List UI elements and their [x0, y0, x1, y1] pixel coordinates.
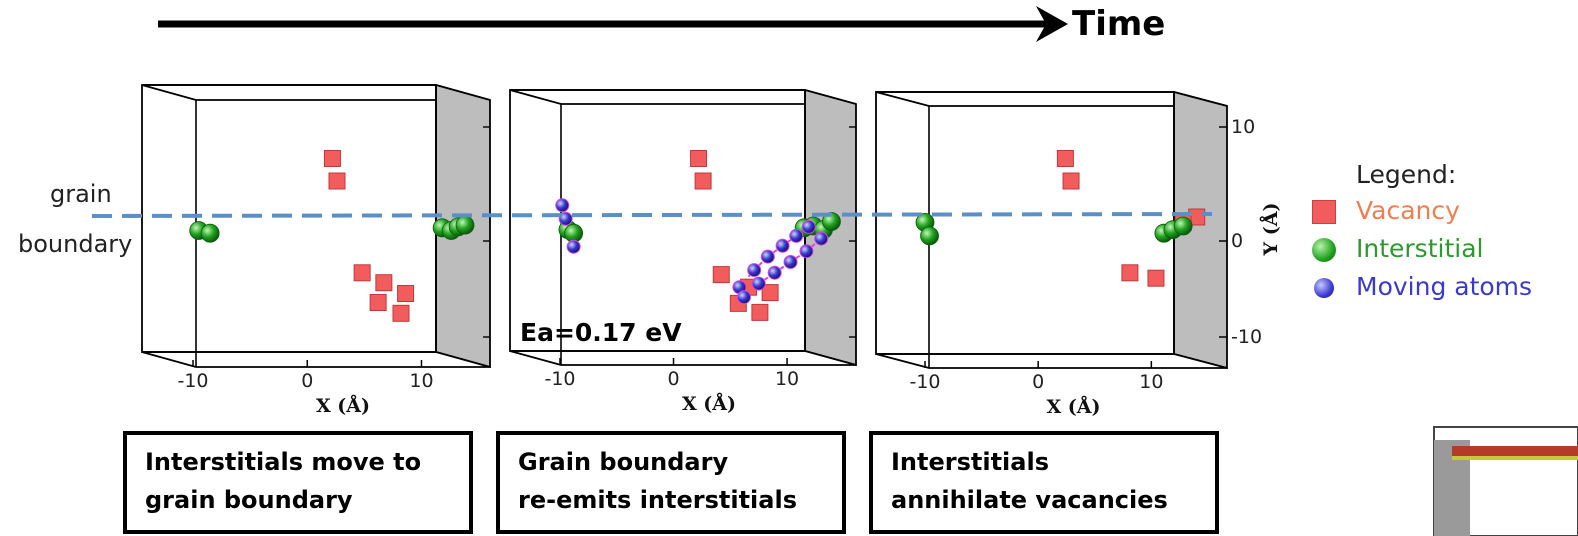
vacancy-marker — [690, 150, 708, 167]
x-tick-label: -10 — [909, 371, 940, 393]
grain-boundary-label-line1: grain — [50, 180, 112, 208]
moving-atom — [801, 219, 816, 234]
legend-label-moving-atoms: Moving atoms — [1356, 272, 1533, 301]
moving-atom — [814, 231, 829, 246]
legend-label-interstitial: Interstitial — [1356, 234, 1484, 263]
x-tick-label: 10 — [409, 370, 433, 392]
vacancy-marker — [712, 266, 730, 284]
time-label: Time — [1072, 4, 1166, 44]
vacancy-marker — [1147, 269, 1165, 287]
grain-boundary-label-line2: boundary — [18, 230, 133, 258]
sim-panel-3: -10 0 10 X (Å) 10 0 -10 Y (Å) — [875, 90, 1282, 418]
caption-3-line2: annihilate vacancies — [891, 486, 1168, 514]
panels-layer: -10 0 10 X (Å) -10 0 10 X (Å) Ea=0.17 eV -10 0 10 X … — [141, 83, 1282, 418]
x-tick-label: 0 — [667, 368, 679, 390]
interstitial-atom — [200, 223, 220, 243]
caption-box-2: Grain boundary re-emits interstitials — [496, 431, 846, 534]
x-tick-label: 0 — [1032, 371, 1044, 393]
legend-label-vacancy: Vacancy — [1356, 196, 1460, 225]
x-tick-label: 10 — [775, 368, 799, 390]
y-tick-label: -10 — [1231, 326, 1262, 348]
sim-panel-1: -10 0 10 X (Å) — [141, 83, 491, 417]
caption-2-line1: Grain boundary — [518, 448, 729, 476]
partial-simulation-panel — [1433, 426, 1578, 536]
vacancy-marker — [323, 150, 341, 167]
time-arrow-head — [1036, 6, 1068, 42]
vacancy-marker — [1062, 172, 1080, 190]
panel-bottom-face — [141, 351, 491, 368]
vacancy-marker — [397, 285, 415, 302]
caption-1-line1: Interstitials move to — [145, 448, 422, 476]
partial-red-atom-layer — [1452, 446, 1578, 456]
y-tick-label: 0 — [1231, 230, 1243, 252]
interstitial-sphere-icon — [1312, 238, 1336, 262]
x-tick-label: -10 — [177, 370, 208, 392]
grain-boundary-line — [91, 212, 1213, 218]
interstitial-atom — [822, 212, 841, 231]
vacancy-marker — [328, 172, 346, 190]
caption-box-3: Interstitials annihilate vacancies — [869, 431, 1219, 534]
x-axis-label: X (Å) — [1046, 395, 1100, 418]
vacancy-marker — [761, 284, 779, 302]
vacancy-marker — [375, 274, 393, 292]
moving-atom — [767, 265, 782, 280]
moving-atom — [751, 276, 766, 291]
x-tick-label: 0 — [301, 370, 313, 392]
activation-energy-label: Ea=0.17 eV — [520, 318, 682, 347]
partial-yellow-atom-layer — [1452, 456, 1578, 460]
y-axis-label: Y (Å) — [1259, 203, 1282, 257]
moving-atom-sphere-icon — [1314, 278, 1334, 298]
x-tick-label: -10 — [544, 368, 575, 390]
caption-1-line2: grain boundary — [145, 486, 353, 514]
moving-atom — [566, 239, 581, 254]
vacancy-marker — [694, 172, 712, 190]
vacancy-marker — [1056, 150, 1074, 167]
moving-atom — [760, 249, 775, 264]
vacancy-marker — [1121, 264, 1139, 282]
interstitial-atom — [564, 223, 584, 243]
vacancy-marker — [369, 294, 387, 311]
legend-title: Legend: — [1356, 160, 1457, 189]
vacancy-marker — [392, 304, 410, 322]
vacancy-marker — [751, 303, 769, 321]
vacancy-marker — [353, 264, 371, 282]
moving-atom — [799, 244, 814, 259]
panel-front-face — [141, 84, 437, 353]
panel-bottom-face — [509, 350, 857, 366]
interstitial-atom — [455, 215, 475, 235]
caption-box-1: Interstitials move to grain boundary — [123, 431, 473, 534]
x-axis-label: X (Å) — [682, 392, 736, 415]
interstitial-atom — [920, 226, 939, 246]
moving-atom — [736, 290, 751, 305]
moving-atom — [783, 255, 798, 269]
moving-atom — [558, 211, 573, 226]
vacancy-square-icon — [1312, 200, 1336, 224]
moving-atom — [789, 228, 804, 243]
caption-2-line2: re-emits interstitials — [518, 486, 797, 514]
moving-atom — [555, 198, 570, 213]
interstitial-atom — [1173, 216, 1193, 236]
x-axis-label: X (Å) — [316, 394, 370, 417]
x-tick-label: 10 — [1139, 371, 1163, 393]
y-tick-label: 10 — [1231, 116, 1255, 138]
moving-atom — [747, 263, 762, 278]
caption-3-line1: Interstitials — [891, 448, 1049, 476]
moving-atom — [775, 238, 790, 253]
sim-panel-2: -10 0 10 X (Å) Ea=0.17 eV — [509, 88, 857, 415]
